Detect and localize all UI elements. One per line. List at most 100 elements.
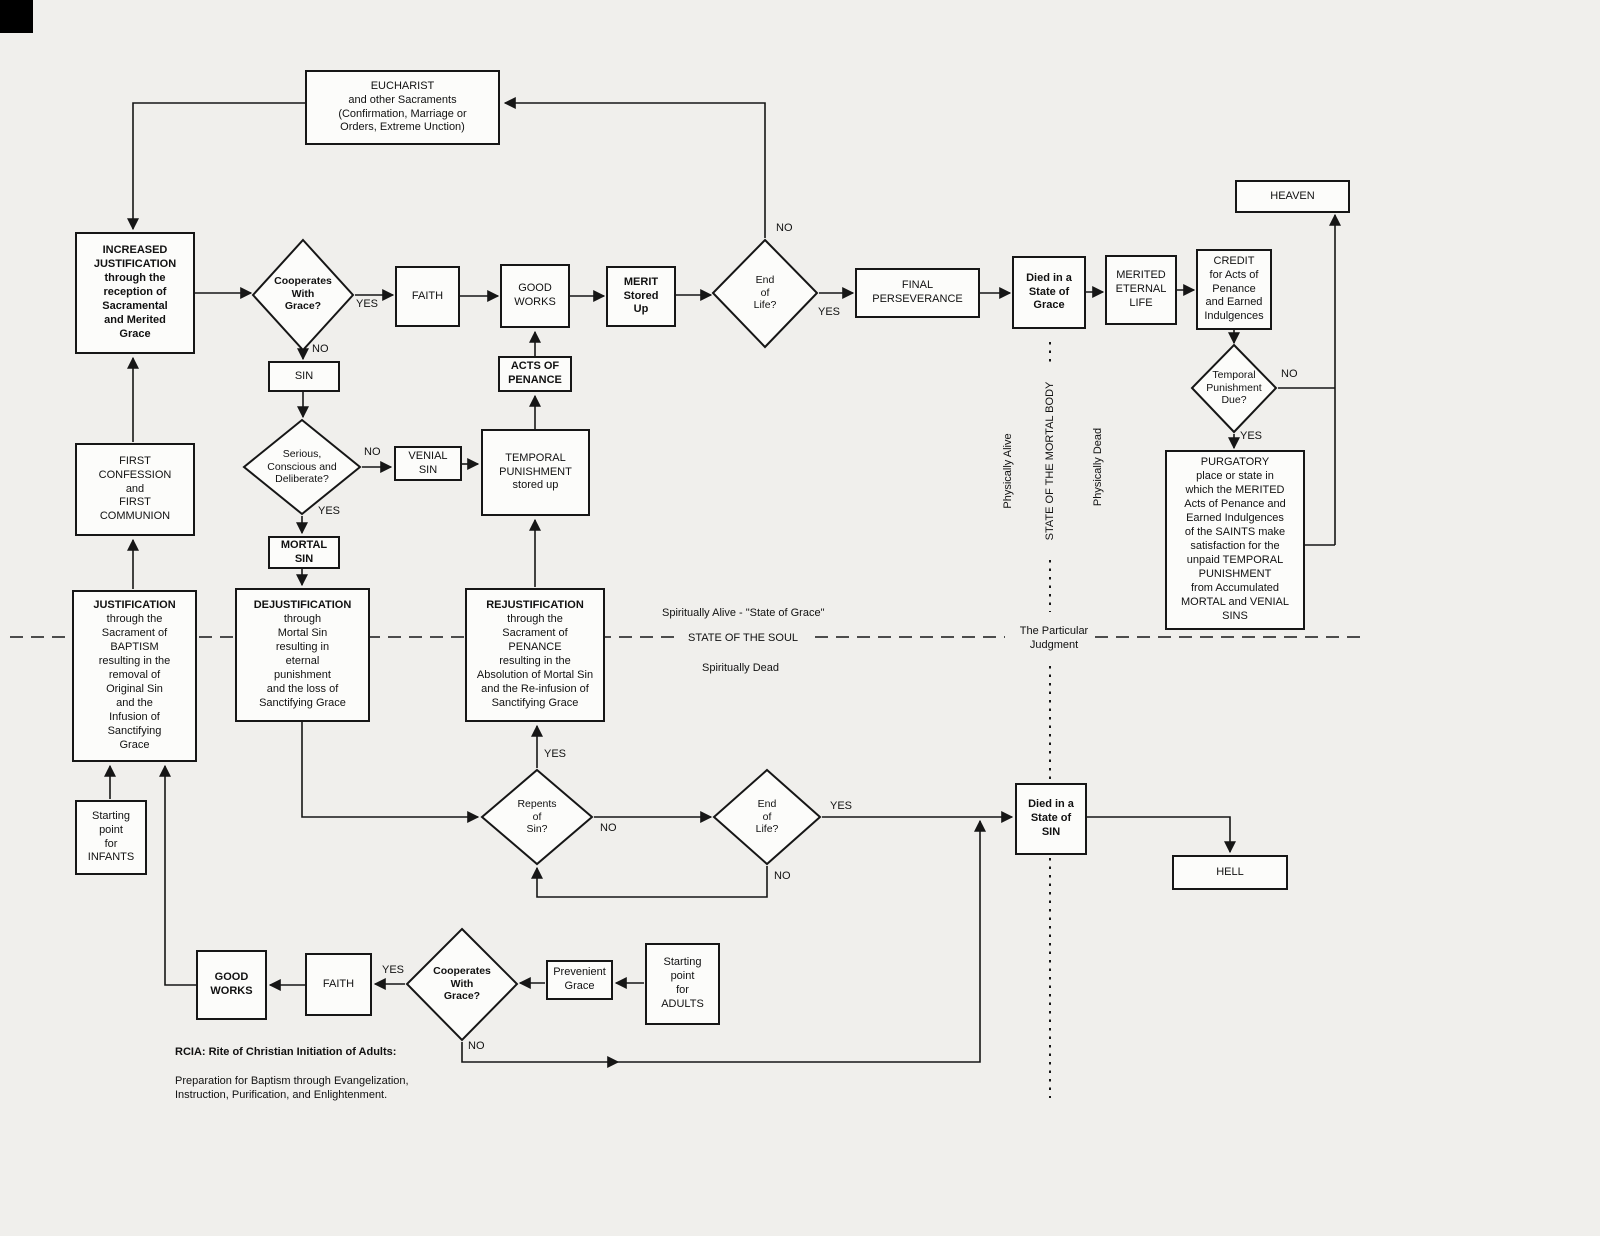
node-hell-title: HELL [1216,865,1244,878]
node-purgatory: PURGATORY place or state in which the ME… [1165,450,1305,630]
annotation-physically-dead: Physically Dead [1092,427,1104,507]
node-credit-body: for Acts of Penance and Earned Indulgenc… [1204,268,1264,323]
node-starting-adults-title: Starting point for ADULTS [661,956,704,1010]
node-died-state-sin: Died in a State of SIN [1015,783,1087,855]
diamond-cooperates-grace-bottom [405,927,519,1042]
node-purgatory-body: place or state in which the MERITED Acts… [1180,470,1289,622]
node-hell: HELL [1172,855,1288,890]
node-mortal-sin: MORTAL SIN [268,536,340,569]
node-temporal-punishment: TEMPORAL PUNISHMENT stored up [481,429,590,516]
node-eucharist: EUCHARIST and other Sacraments (Confirma… [305,70,500,145]
diamond-cooperates-grace-top [251,238,355,352]
annotation-spiritually-dead: Spiritually Dead [702,662,780,674]
node-faith-bottom: FAITH [305,953,372,1016]
node-good-works-top-title: GOOD WORKS [514,282,556,308]
node-merited-eternal-life: MERITED ETERNAL LIFE [1105,255,1177,325]
node-merit: MERIT Stored Up [606,266,676,327]
annotation-rcia: RCIA: Rite of Christian Initiation of Ad… [175,1031,455,1117]
node-eucharist-title: EUCHARIST [370,79,435,92]
node-rejustification-body: through the Sacrament of PENANCE resulti… [476,613,594,709]
node-starting-adults: Starting point for ADULTS [645,943,720,1025]
label-no-repents: NO [600,822,617,834]
diamond-end-of-life-bottom [712,768,822,866]
node-final-perseverance: FINAL PERSEVERANCE [855,268,980,318]
node-acts-of-penance: ACTS OF PENANCE [498,356,572,392]
annotation-rcia-title: RCIA: Rite of Christian Initiation of Ad… [175,1046,397,1059]
node-good-works-bottom: GOOD WORKS [196,950,267,1020]
node-faith-top: FAITH [395,266,460,327]
annotation-particular-judgment: The Particular Judgment [1019,625,1089,652]
node-faith-bottom-title: FAITH [322,977,355,990]
label-no-cooperates-bottom: NO [468,1040,485,1052]
node-merited-eternal-life-title: MERITED ETERNAL LIFE [1115,269,1167,309]
node-eucharist-body: and other Sacraments (Confirmation, Marr… [338,93,467,134]
annotation-state-of-soul: STATE OF THE SOUL [688,632,799,644]
label-no-cooperates-top: NO [312,343,329,355]
node-heaven: HEAVEN [1235,180,1350,213]
node-venial-sin: VENIAL SIN [394,446,462,481]
label-yes-repents: YES [544,748,567,760]
diamond-cooperates-grace-top-label: Cooperates With Grace? [274,275,332,313]
node-good-works-top: GOOD WORKS [500,264,570,328]
node-justification-body: through the Sacrament of BAPTISM resulti… [98,613,171,751]
diamond-cooperates-grace-bottom-label: Cooperates With Grace? [433,965,491,1003]
node-sin: SIN [268,361,340,392]
diamond-end-of-life-top [711,238,819,349]
node-dejustification: DEJUSTIFICATION through Mortal Sin resul… [235,588,370,722]
node-starting-infants: Starting point for INFANTS [75,800,147,875]
node-rejustification: REJUSTIFICATION through the Sacrament of… [465,588,605,722]
node-increased-justification: INCREASED JUSTIFICATION through the rece… [75,232,195,354]
node-prevenient-grace-title: Prevenient Grace [553,966,606,992]
label-yes-temporal-due: YES [1240,430,1263,442]
diamond-end-of-life-bottom-label: End of Life? [755,798,779,836]
node-died-state-grace: Died in a State of Grace [1012,256,1086,329]
node-justification-title: JUSTIFICATION [93,599,176,612]
node-final-perseverance-title: FINAL PERSEVERANCE [872,279,963,305]
corner-mark [0,0,33,33]
node-credit: CREDIT for Acts of Penance and Earned In… [1196,249,1272,330]
node-credit-title: CREDIT [1213,254,1255,267]
label-yes-end-of-life-top: YES [818,306,841,318]
label-yes-serious-sin: YES [318,505,341,517]
label-no-serious-sin: NO [364,446,381,458]
diamond-repents-of-sin-label: Repents of Sin? [517,798,557,836]
diamond-serious-sin-label: Serious, Conscious and Deliberate? [267,448,337,486]
annotation-spiritually-alive: Spiritually Alive - "State of Grace" [662,607,825,619]
node-good-works-bottom-title: GOOD WORKS [210,971,253,997]
annotation-physically-alive: Physically Alive [1002,433,1014,509]
node-purgatory-title: PURGATORY [1200,456,1270,469]
node-died-state-grace-title: Died in a State of Grace [1026,271,1072,312]
label-no-temporal-due: NO [1281,368,1298,380]
node-dejustification-body: through Mortal Sin resulting in eternal … [259,613,346,709]
diamond-temporal-punishment-due [1190,343,1278,434]
diamond-repents-of-sin [480,768,594,866]
node-venial-sin-title: VENIAL SIN [408,449,448,476]
diamond-temporal-punishment-due-label: Temporal Punishment Due? [1206,369,1262,407]
label-no-end-of-life-top: NO [776,222,793,234]
annotation-state-of-mortal-body: STATE OF THE MORTAL BODY [1044,381,1056,541]
node-prevenient-grace: Prevenient Grace [546,960,613,1000]
node-mortal-sin-title: MORTAL SIN [280,538,328,565]
diamond-end-of-life-top-label: End of Life? [753,274,777,312]
node-faith-top-title: FAITH [411,289,444,302]
label-no-end-of-life-bottom: NO [774,870,791,882]
node-heaven-title: HEAVEN [1270,189,1315,202]
node-increased-justification-title: INCREASED JUSTIFICATION through the rece… [93,244,177,340]
label-yes-end-of-life-bottom: YES [830,800,853,812]
label-yes-cooperates-bottom: YES [382,964,405,976]
node-acts-of-penance-title: ACTS OF PENANCE [508,360,562,386]
annotation-rcia-body: Preparation for Baptism through Evangeli… [175,1074,409,1102]
node-first-confession-title: FIRST CONFESSION and FIRST COMMUNION [98,454,172,523]
node-first-confession: FIRST CONFESSION and FIRST COMMUNION [75,443,195,536]
node-died-state-sin-title: Died in a State of SIN [1028,798,1074,838]
node-temporal-punishment-title: TEMPORAL PUNISHMENT stored up [499,451,572,492]
node-sin-title: SIN [294,369,314,382]
node-dejustification-title: DEJUSTIFICATION [253,599,352,612]
diamond-serious-sin [242,418,362,516]
label-yes-cooperates-top: YES [356,298,379,310]
node-merit-title: MERIT Stored Up [623,275,659,316]
node-starting-infants-title: Starting point for INFANTS [87,809,135,864]
node-rejustification-title: REJUSTIFICATION [486,599,584,612]
